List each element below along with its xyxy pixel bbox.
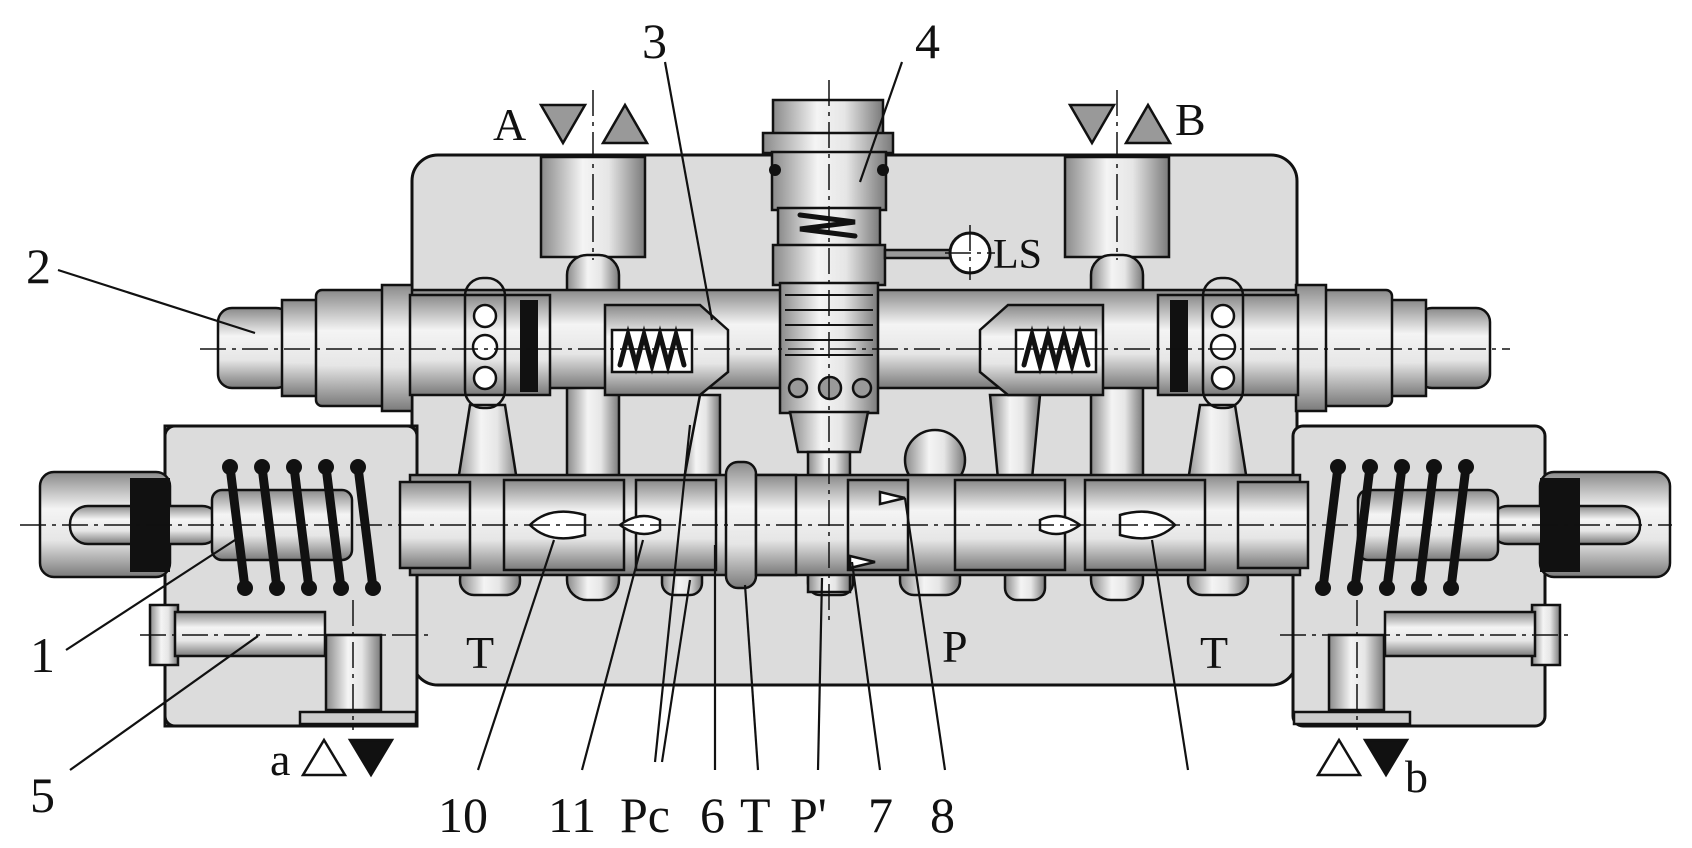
callout-3: 3 (642, 13, 667, 69)
port-label-ls: LS (993, 232, 1042, 278)
left-plug-assembly (216, 276, 552, 413)
callout-5: 5 (30, 767, 55, 823)
leader-lines (57, 61, 1190, 771)
right-check-valve (978, 303, 1105, 397)
callout-11: 11 (548, 787, 596, 843)
callout-p-prime: P' (790, 787, 827, 843)
port-a-symbols (538, 102, 650, 146)
callout-pc: Pc (620, 787, 670, 843)
callout-8: 8 (930, 787, 955, 843)
port-label-b-pilot: b (1405, 751, 1428, 802)
port-label-t-left: T (466, 627, 494, 678)
port-labels: A B LS T T P a b (270, 94, 1428, 802)
port-b-symbols (1067, 102, 1173, 146)
port-label-t-right: T (1200, 627, 1228, 678)
callout-labels: 2 1 5 3 4 10 11 Pc 6 T P' 7 8 (26, 13, 955, 843)
port-a-pilot-symbols (300, 737, 395, 778)
callout-6: 6 (700, 787, 725, 843)
port-label-a-pilot: a (270, 734, 290, 785)
callout-t-bottom: T (740, 787, 771, 843)
callout-7: 7 (868, 787, 893, 843)
center-lines (20, 80, 1672, 730)
right-plug-assembly (1156, 276, 1492, 413)
callout-10: 10 (438, 787, 488, 843)
callout-4: 4 (915, 13, 940, 69)
port-label-a: A (493, 99, 526, 150)
port-label-b: B (1175, 94, 1206, 145)
callout-1: 1 (30, 627, 55, 683)
port-b-pilot-symbols (1315, 737, 1410, 778)
port-label-p: P (942, 621, 968, 672)
callout-2: 2 (26, 238, 51, 294)
left-check-valve (603, 303, 730, 397)
